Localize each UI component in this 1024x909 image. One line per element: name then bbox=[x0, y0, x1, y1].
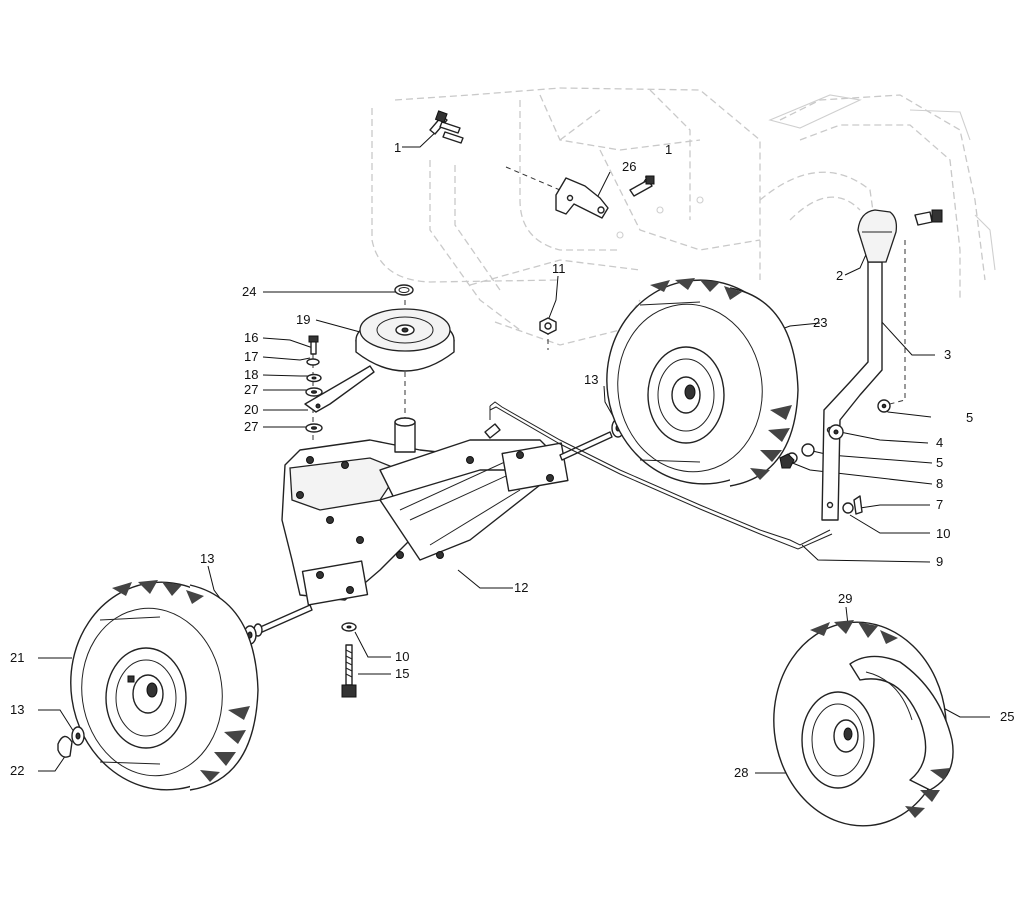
callout-20: 20 bbox=[244, 402, 258, 417]
callout-4: 4 bbox=[936, 435, 943, 450]
nut-part-11 bbox=[539, 317, 557, 335]
callout-19: 19 bbox=[296, 312, 310, 327]
callout-1a: 1 bbox=[394, 140, 401, 155]
shift-rod-part-9 bbox=[484, 401, 833, 550]
callout-26: 26 bbox=[622, 159, 636, 174]
callout-22: 22 bbox=[10, 763, 24, 778]
callout-labels: 1 1 2 3 4 5 5 7 8 9 10 10 11 12 13 13 13… bbox=[10, 140, 1014, 780]
callout-16: 16 bbox=[244, 330, 258, 345]
callout-10a: 10 bbox=[936, 526, 950, 541]
bolt-stack-left bbox=[304, 335, 375, 433]
callout-7: 7 bbox=[936, 497, 943, 512]
callout-1b: 1 bbox=[665, 142, 672, 157]
callout-5a: 5 bbox=[966, 410, 973, 425]
callout-9: 9 bbox=[936, 554, 943, 569]
callout-24: 24 bbox=[242, 284, 256, 299]
wheel-part-23 bbox=[606, 278, 799, 487]
bolts-part-1 bbox=[429, 110, 464, 144]
wheel-part-21 bbox=[70, 580, 259, 791]
callout-15: 15 bbox=[395, 666, 409, 681]
callout-13a: 13 bbox=[584, 372, 598, 387]
callout-27a: 27 bbox=[244, 382, 258, 397]
callout-28: 28 bbox=[734, 765, 748, 780]
frame-ghost-outline bbox=[371, 87, 996, 346]
bolt-part-15 bbox=[341, 622, 357, 698]
pulley-part-19 bbox=[355, 308, 455, 372]
bracket-part-26 bbox=[555, 175, 655, 219]
callout-13c: 13 bbox=[10, 702, 24, 717]
callout-17: 17 bbox=[244, 349, 258, 364]
callout-11: 11 bbox=[552, 261, 566, 276]
snap-ring-part-24 bbox=[394, 284, 414, 296]
shift-lever-part-3 bbox=[821, 209, 943, 521]
callout-25: 25 bbox=[1000, 709, 1014, 724]
callout-8: 8 bbox=[936, 476, 943, 491]
callout-2: 2 bbox=[836, 268, 843, 283]
washer-part-13-hub bbox=[71, 726, 85, 746]
callout-23: 23 bbox=[813, 315, 827, 330]
callout-27b: 27 bbox=[244, 419, 258, 434]
callout-29: 29 bbox=[838, 591, 852, 606]
callout-13b: 13 bbox=[200, 551, 214, 566]
washer-stack-right bbox=[779, 399, 891, 515]
callout-12: 12 bbox=[514, 580, 528, 595]
callout-10b: 10 bbox=[395, 649, 409, 664]
callout-3: 3 bbox=[944, 347, 951, 362]
transaxle-part-12 bbox=[253, 417, 613, 637]
callout-21: 21 bbox=[10, 650, 24, 665]
callout-5b: 5 bbox=[936, 455, 943, 470]
clip-part-22 bbox=[57, 735, 73, 758]
tread-part-29 bbox=[810, 620, 950, 818]
callout-18: 18 bbox=[244, 367, 258, 382]
